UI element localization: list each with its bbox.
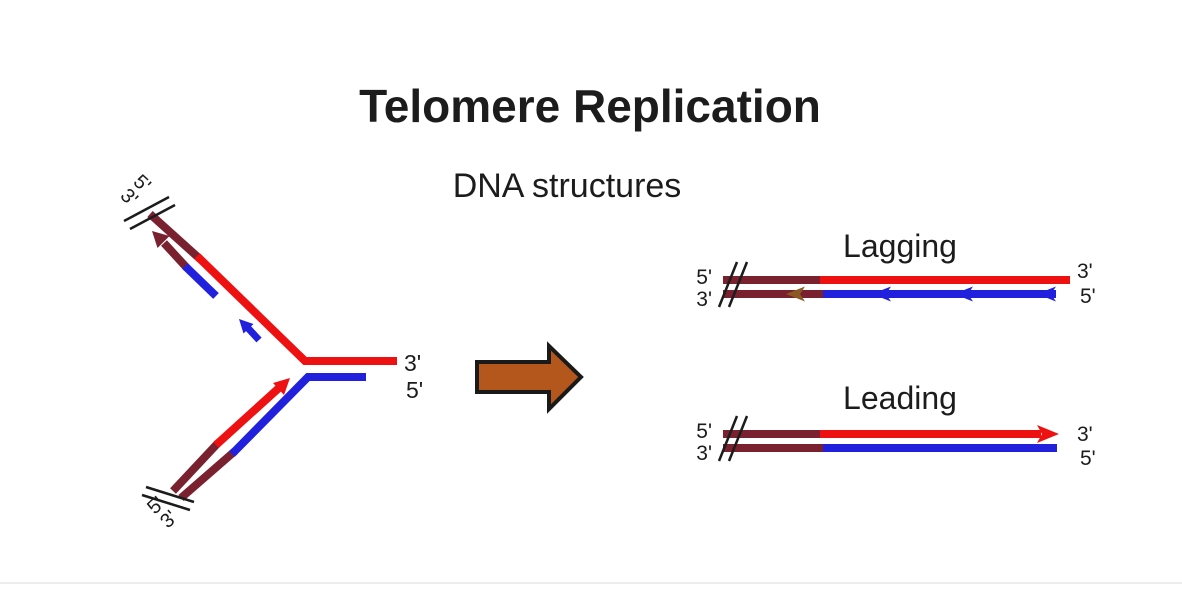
diagram-subtitle: DNA structures — [453, 167, 682, 205]
fork-template-red-telomere-segment — [147, 211, 203, 262]
fork-lagging-okazaki-blue-segment — [182, 263, 219, 299]
fork-lagging-okazaki-maroon-shaft — [161, 240, 190, 271]
fork-template-blue-strand — [229, 373, 366, 457]
lagging-telomere-hatch-icon — [717, 261, 749, 308]
leading-new-strand-red-arrowhead-icon — [1037, 425, 1059, 443]
fork-lagging-okazaki2-blue-shaft — [244, 324, 262, 343]
fork-lagging-okazaki2-blue-arrowhead-icon — [239, 319, 254, 334]
fork-template-blue-telomere-segment — [178, 447, 238, 502]
lagging-left-3prime-label: 3' — [696, 288, 712, 311]
lagging-okazaki-brown-arrowhead-icon — [786, 286, 805, 302]
leading-right-5prime-label: 5' — [1080, 447, 1096, 470]
fork-leading-strand-red-arrowhead-icon — [273, 378, 290, 395]
fork-bottom-telomere-hatch-icon — [141, 485, 195, 512]
lagging-okazaki-blue-arrowhead-3-icon — [1037, 286, 1056, 302]
lagging-right-5prime-label: 5' — [1080, 285, 1096, 308]
fork-lagging-okazaki-maroon-arrowhead-icon — [152, 231, 170, 248]
leading-telomere-hatch-icon — [717, 415, 749, 462]
fork-leading-strand-red-shaft — [213, 384, 283, 448]
fork-top-telomere-hatch-icon — [123, 195, 176, 231]
replication-fork: 5' 3' 5' 3' 3' 5' — [116, 171, 423, 533]
lagging-okazaki-blue-arrowhead-1-icon — [872, 286, 891, 302]
leading-label: Leading — [843, 380, 957, 416]
fork-right-3prime-label: 3' — [404, 350, 421, 376]
fork-leading-strand-maroon-segment — [170, 440, 221, 494]
lagging-strand-structure: Lagging 5' 3' 3' 5' — [696, 228, 1095, 311]
leading-right-3prime-label: 3' — [1077, 423, 1093, 446]
leading-left-3prime-label: 3' — [696, 442, 712, 465]
lagging-left-5prime-label: 5' — [696, 266, 712, 289]
lagging-label: Lagging — [843, 228, 957, 264]
lagging-okazaki-blue-arrowhead-2-icon — [954, 286, 973, 302]
leading-left-5prime-label: 5' — [696, 420, 712, 443]
fork-template-red-strand — [194, 253, 397, 365]
transform-arrow-icon — [475, 341, 584, 414]
lagging-right-3prime-label: 3' — [1077, 260, 1093, 283]
fork-right-5prime-label: 5' — [406, 377, 423, 403]
leading-strand-structure: Leading 5' 3' 3' 5' — [696, 380, 1095, 470]
diagram-title: Telomere Replication — [359, 80, 821, 132]
